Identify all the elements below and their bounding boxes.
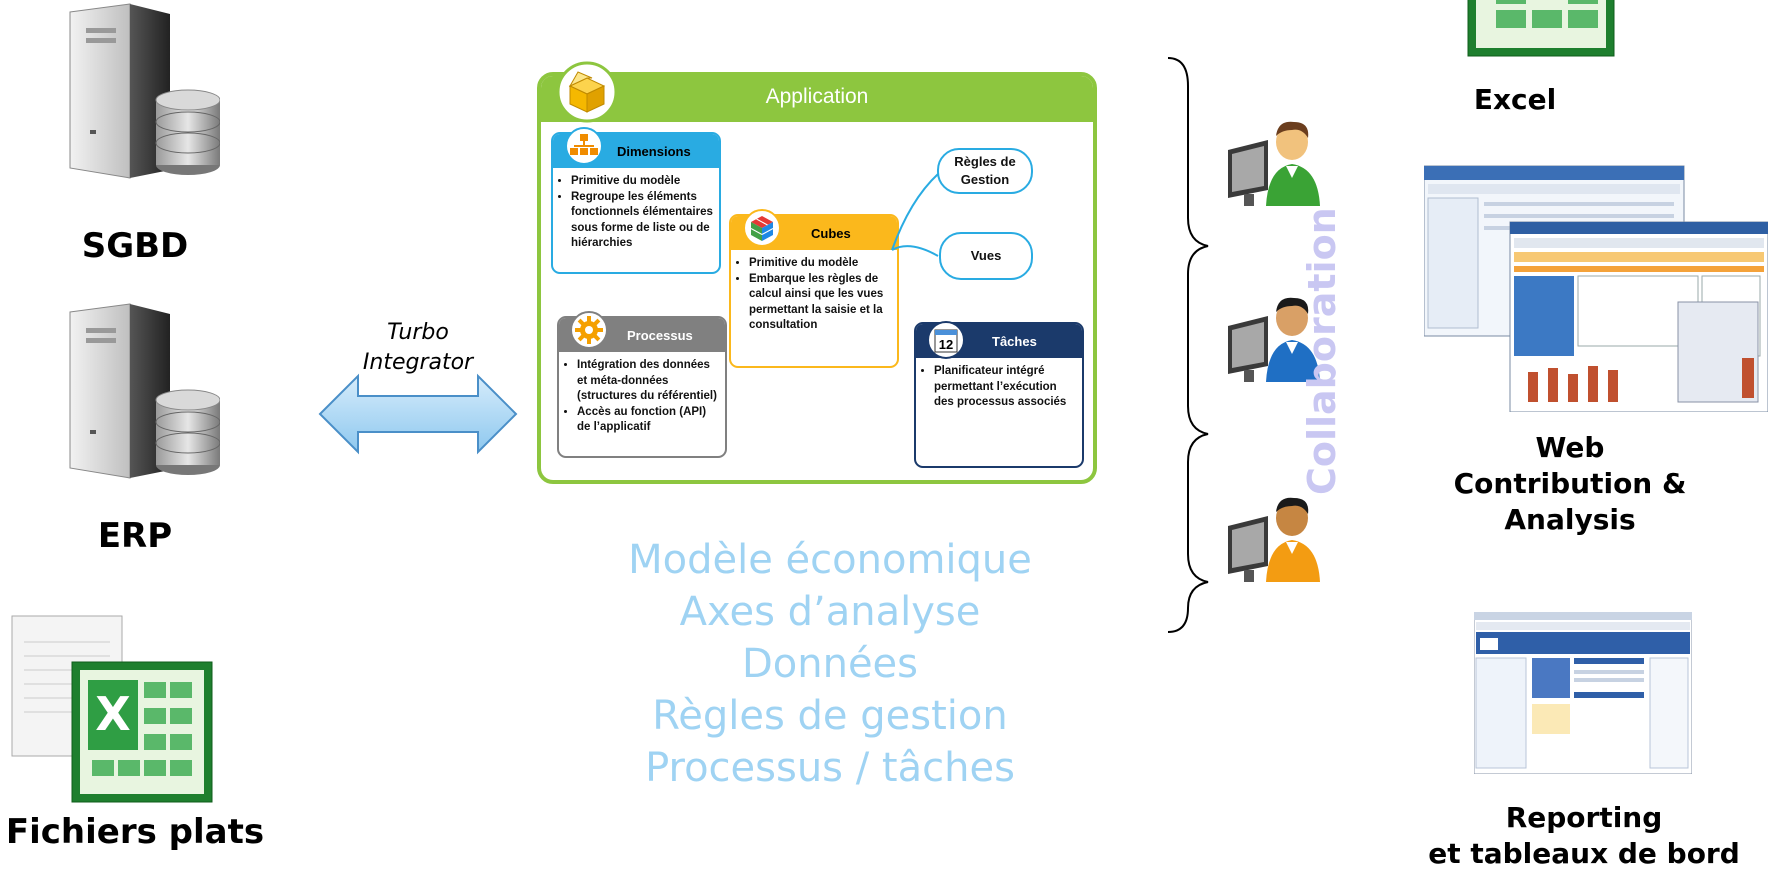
cubes-bullet: Embarque les règles de calcul ainsi que … xyxy=(749,272,891,334)
database-icon xyxy=(155,389,220,475)
browser-screenshot-icon xyxy=(1424,165,1768,412)
vues-pill: Vues xyxy=(939,232,1033,280)
browser-screenshot-icon xyxy=(1474,612,1692,774)
model-lines: Modèle économique Axes d’analyse Données… xyxy=(620,534,1040,794)
vues-label: Vues xyxy=(970,248,1002,263)
processus-bullets: Intégration des données et méta-données … xyxy=(577,358,719,436)
gear-icon xyxy=(570,311,608,349)
taches-bullets: Planificateur intégré permettant l’exécu… xyxy=(934,364,1076,411)
dimensions-bullets: Primitive du modèle Regroupe les élément… xyxy=(571,174,713,252)
excel-output-icon xyxy=(1467,0,1615,57)
erp-label: ERP xyxy=(97,516,173,556)
cubes-bullet: Primitive du modèle xyxy=(749,256,891,272)
flat-files-label: Fichiers plats xyxy=(5,812,265,852)
turbo-integrator-line1: Turbo xyxy=(387,320,449,345)
reporting-label: Reporting et tableaux de bord xyxy=(1400,800,1768,872)
turbo-integrator-line2: Integrator xyxy=(362,350,474,375)
regles-line1: Règles de xyxy=(954,154,1016,169)
cube-icon xyxy=(743,209,781,247)
processus-bullet: Accès au fonction (API) de l’applicatif xyxy=(577,405,719,436)
excel-label: Excel xyxy=(1473,83,1557,116)
user-computer-icon xyxy=(1228,121,1320,206)
svg-text:X: X xyxy=(95,687,130,741)
dimensions-bullet: Primitive du modèle xyxy=(571,174,713,190)
turbo-integrator-label: Turbo Integrator xyxy=(348,318,488,378)
web-label-line3: Analysis xyxy=(1504,503,1636,536)
web-label: Web Contribution & Analysis xyxy=(1450,430,1690,538)
regles-line2: Gestion xyxy=(960,172,1010,187)
collaboration-label: Collaboration xyxy=(1300,207,1344,495)
database-icon xyxy=(155,89,220,175)
model-line: Modèle économique xyxy=(628,537,1032,583)
taches-title: Tâches xyxy=(992,333,1037,349)
cubes-bullets: Primitive du modèle Embarque les règles … xyxy=(749,256,891,334)
regles-gestion-pill: Règles de Gestion xyxy=(937,148,1033,194)
taches-bullet: Planificateur intégré permettant l’exécu… xyxy=(934,364,1076,411)
rules-connector xyxy=(891,173,939,257)
collaboration-braces xyxy=(1167,57,1209,633)
org-chart-icon xyxy=(565,127,603,165)
sgbd-server-icon xyxy=(69,3,220,179)
user-computer-icon xyxy=(1228,497,1320,582)
model-line: Axes d’analyse xyxy=(679,589,981,635)
model-line: Données xyxy=(741,641,919,687)
user-computer-icon xyxy=(1228,297,1320,382)
erp-server-icon xyxy=(69,303,220,479)
reporting-label-line1: Reporting xyxy=(1505,801,1663,834)
box-icon xyxy=(556,61,618,123)
excel-file-icon: X xyxy=(71,661,213,803)
reporting-label-line2: et tableaux de bord xyxy=(1428,837,1740,870)
processus-title: Processus xyxy=(627,327,693,343)
web-label-line1: Web xyxy=(1535,431,1605,464)
processus-bullet: Intégration des données et méta-données … xyxy=(577,358,719,405)
calendar-number: 12 xyxy=(939,337,953,352)
dimensions-title: Dimensions xyxy=(617,143,691,159)
model-line: Processus / tâches xyxy=(645,745,1015,791)
application-header: Application xyxy=(541,76,1093,122)
double-arrow-icon xyxy=(318,373,518,455)
dimensions-bullet: Regroupe les éléments fonctionnels éléme… xyxy=(571,190,713,252)
calendar-icon: 12 xyxy=(927,321,965,359)
web-label-line2: Contribution & xyxy=(1453,467,1687,500)
model-line: Règles de gestion xyxy=(652,693,1008,739)
cubes-title: Cubes xyxy=(811,225,851,241)
flat-files-icon: X xyxy=(11,615,213,803)
application-title: Application xyxy=(765,85,869,108)
sgbd-label: SGBD xyxy=(81,226,189,266)
